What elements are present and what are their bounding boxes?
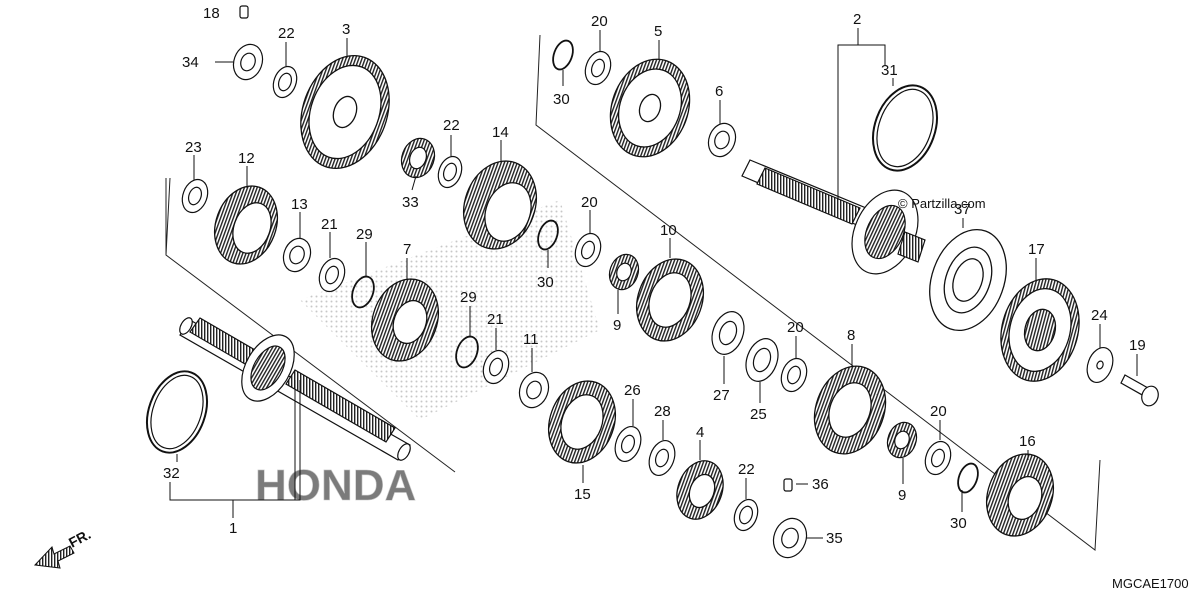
label-20: 20 [581,194,598,211]
label-3: 3 [342,21,350,38]
label-32: 32 [163,465,180,482]
part-16-gear [986,453,1054,537]
label-28: 28 [654,403,671,420]
label-34: 34 [182,54,199,71]
label-19: 19 [1129,337,1146,354]
label-6: 6 [715,83,723,100]
label-29: 29 [460,289,477,306]
part-4-gear [676,460,724,520]
part-labels: 18 34 22 3 22 14 33 23 12 13 21 29 7 29 … [163,5,1146,547]
part-37-bearing [929,228,1007,332]
label-26: 26 [624,382,641,399]
label-20: 20 [591,13,608,30]
label-24: 24 [1091,307,1108,324]
part-3-gear [300,54,390,170]
label-23: 23 [185,139,202,156]
label-20: 20 [930,403,947,420]
label-37: 37 [954,201,971,218]
diagram-code: MGCAE1700 [1112,576,1189,591]
label-20: 20 [787,319,804,336]
label-30: 30 [950,515,967,532]
label-17: 17 [1028,241,1045,258]
leader-lines [169,28,1138,539]
label-11: 11 [523,331,539,348]
label-18: 18 [203,5,220,22]
label-5: 5 [654,23,662,40]
part-17-sprocket [1000,278,1080,382]
part-12-gear [214,185,278,265]
label-33: 33 [402,194,419,211]
label-16: 16 [1019,433,1036,450]
label-35: 35 [826,530,843,547]
watermark-text: HONDA [255,461,416,510]
front-arrow-icon [33,545,75,569]
assembly-frames [165,34,1101,551]
label-27: 27 [713,387,730,404]
label-9: 9 [898,487,906,504]
label-21: 21 [321,216,338,233]
label-13: 13 [291,196,308,213]
label-10: 10 [660,222,677,239]
part-2-countershaft [741,159,926,275]
front-arrow: FR. [33,526,93,569]
label-36: 36 [812,476,829,493]
label-22: 22 [278,25,295,42]
label-8: 8 [847,327,855,344]
label-7: 7 [403,241,411,258]
part-10-gear [636,258,704,342]
part-15-gear [548,380,616,464]
label-14: 14 [492,124,509,141]
copyright-text: © Partzilla.com [898,196,986,211]
label-30: 30 [553,91,570,108]
label-22: 22 [443,117,460,134]
part-7-gear [371,278,439,362]
part-8-gear [813,365,887,455]
label-22: 22 [738,461,755,478]
label-29: 29 [356,226,373,243]
label-2: 2 [853,11,861,28]
label-1: 1 [229,520,237,537]
small-parts [146,5,1159,559]
label-9: 9 [613,317,621,334]
label-31: 31 [881,62,898,79]
label-21: 21 [487,311,504,328]
label-25: 25 [750,406,767,423]
part-5-gear [609,58,691,158]
honda-watermark: HONDA [255,200,600,510]
part-14-gear [463,160,537,250]
label-4: 4 [696,424,704,441]
label-15: 15 [574,486,591,503]
label-12: 12 [238,150,255,167]
label-30: 30 [537,274,554,291]
